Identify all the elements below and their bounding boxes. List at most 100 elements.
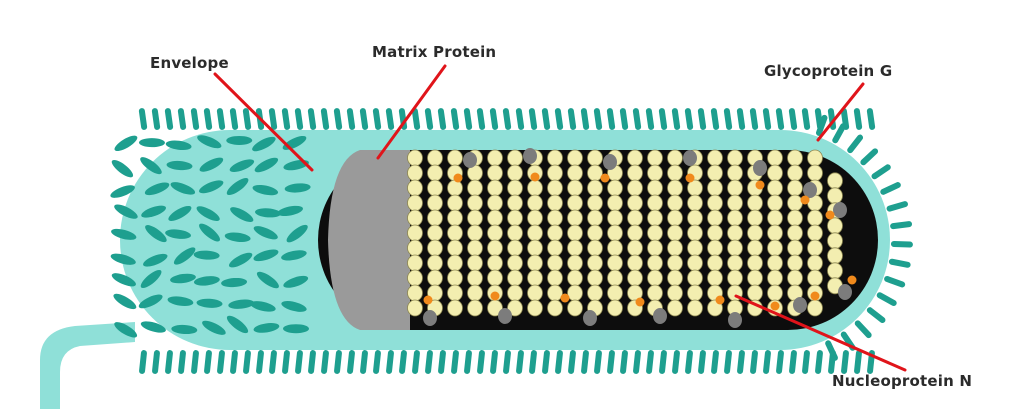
glycoprotein-spike <box>802 350 810 374</box>
glycoprotein-spike <box>359 108 368 131</box>
nucleoprotein-bead <box>448 300 463 316</box>
glycoprotein-spike <box>541 108 550 131</box>
nucleoprotein-bead <box>468 270 483 286</box>
glycoprotein-spike <box>217 350 225 374</box>
glycoprotein-spike <box>347 350 355 374</box>
nucleoprotein-bead <box>448 255 463 271</box>
glycoprotein-spike <box>749 108 758 131</box>
glycoprotein-spike <box>555 350 563 374</box>
nucleoprotein-bead <box>448 225 463 241</box>
nucleoprotein-bead <box>548 150 563 166</box>
nucleoprotein-bead <box>528 300 543 316</box>
nucleoprotein-bead <box>468 255 483 271</box>
glycoprotein-spike <box>203 108 212 131</box>
nucleoprotein-bead <box>468 195 483 211</box>
matrix-protein-layer <box>328 150 410 330</box>
nucleoprotein-bead <box>788 270 803 286</box>
glycoprotein-spike <box>226 136 252 145</box>
glycoprotein-spike <box>698 350 706 374</box>
nucleoprotein-bead <box>668 165 683 181</box>
glycoprotein-spike <box>891 241 913 248</box>
polymerase-dot <box>454 174 463 183</box>
nucleoprotein-bead <box>708 225 723 241</box>
glycoprotein-spike <box>607 350 615 374</box>
glycoprotein-spike <box>437 108 446 131</box>
nucleoprotein-bead <box>688 240 703 256</box>
nucleoprotein-bead <box>648 285 663 301</box>
glycoprotein-spike <box>866 306 887 324</box>
nucleoprotein-bead <box>728 195 743 211</box>
nucleoprotein-bead <box>748 210 763 226</box>
glycoprotein-spike <box>789 350 797 374</box>
nucleoprotein-bead <box>648 165 663 181</box>
glycoprotein-spike <box>230 350 238 374</box>
glycoprotein-spike <box>606 108 615 131</box>
nucleoprotein-bead <box>568 165 583 181</box>
nucleoprotein-bead <box>548 300 563 316</box>
nucleoprotein-bead <box>408 210 423 226</box>
glycoprotein-spike <box>581 350 589 374</box>
glycoprotein-spike <box>451 350 459 374</box>
glycoprotein-spike <box>424 108 433 131</box>
phosphoprotein-dot <box>653 308 667 324</box>
glycoprotein-spike <box>360 350 368 374</box>
nucleoprotein-bead <box>468 225 483 241</box>
glycoprotein-spike <box>308 350 316 374</box>
nucleoprotein-bead <box>408 225 423 241</box>
nucleoprotein-bead <box>548 180 563 196</box>
glycoprotein-spike <box>502 108 511 131</box>
nucleoprotein-bead <box>468 240 483 256</box>
glycoprotein-spike <box>593 108 602 131</box>
glycoprotein-spike <box>762 108 771 131</box>
glycoprotein-spike <box>684 108 693 131</box>
glycoprotein-spike <box>320 108 329 131</box>
glycoprotein-spike <box>476 108 485 131</box>
envelope-tail <box>40 322 135 409</box>
phosphoprotein-dot <box>583 310 597 326</box>
nucleoprotein-bead <box>488 225 503 241</box>
nucleoprotein-bead <box>568 255 583 271</box>
nucleoprotein-bead <box>748 240 763 256</box>
glycoprotein-spike <box>633 350 641 374</box>
nucleoprotein-bead <box>728 225 743 241</box>
nucleoprotein-bead <box>748 225 763 241</box>
nucleoprotein-bead <box>568 150 583 166</box>
glycoprotein-spike <box>282 350 290 374</box>
glycoprotein-spike <box>216 108 225 131</box>
glycoprotein-spike <box>879 181 901 196</box>
nucleoprotein-bead <box>408 255 423 271</box>
nucleoprotein-bead <box>428 150 443 166</box>
glycoprotein-spike <box>464 350 472 374</box>
phosphoprotein-dot <box>793 297 807 313</box>
glycoprotein-spike <box>594 350 602 374</box>
nucleoprotein-bead <box>828 233 843 249</box>
nucleoprotein-bead <box>488 210 503 226</box>
nucleoprotein-bead <box>768 225 783 241</box>
glycoprotein-spike <box>632 108 641 131</box>
polymerase-dot <box>756 181 765 190</box>
glycoprotein-spike <box>295 350 303 374</box>
nucleoprotein-bead <box>408 285 423 301</box>
nucleoprotein-bead <box>828 188 843 204</box>
nucleoprotein-bead <box>508 210 523 226</box>
nucleoprotein-bead <box>488 150 503 166</box>
nucleoprotein-bead <box>648 270 663 286</box>
nucleoprotein-bead <box>448 210 463 226</box>
nucleoprotein-bead <box>568 195 583 211</box>
glycoprotein-spike <box>737 350 745 374</box>
nucleoprotein-bead <box>468 210 483 226</box>
nucleoprotein-bead <box>788 195 803 211</box>
glycoprotein-spike <box>516 350 524 374</box>
glycoprotein-spike <box>191 350 199 374</box>
glycoprotein-spike <box>542 350 550 374</box>
nucleoprotein-bead <box>728 270 743 286</box>
nucleoprotein-bead <box>568 285 583 301</box>
glycoprotein-spike <box>788 108 797 131</box>
phosphoprotein-dot <box>523 148 537 164</box>
nucleoprotein-bead <box>808 210 823 226</box>
glycoprotein-spike <box>801 108 810 131</box>
nucleoprotein-bead <box>768 165 783 181</box>
glycoprotein-spike <box>568 350 576 374</box>
nucleoprotein-bead <box>588 240 603 256</box>
nucleoprotein-bead <box>528 210 543 226</box>
